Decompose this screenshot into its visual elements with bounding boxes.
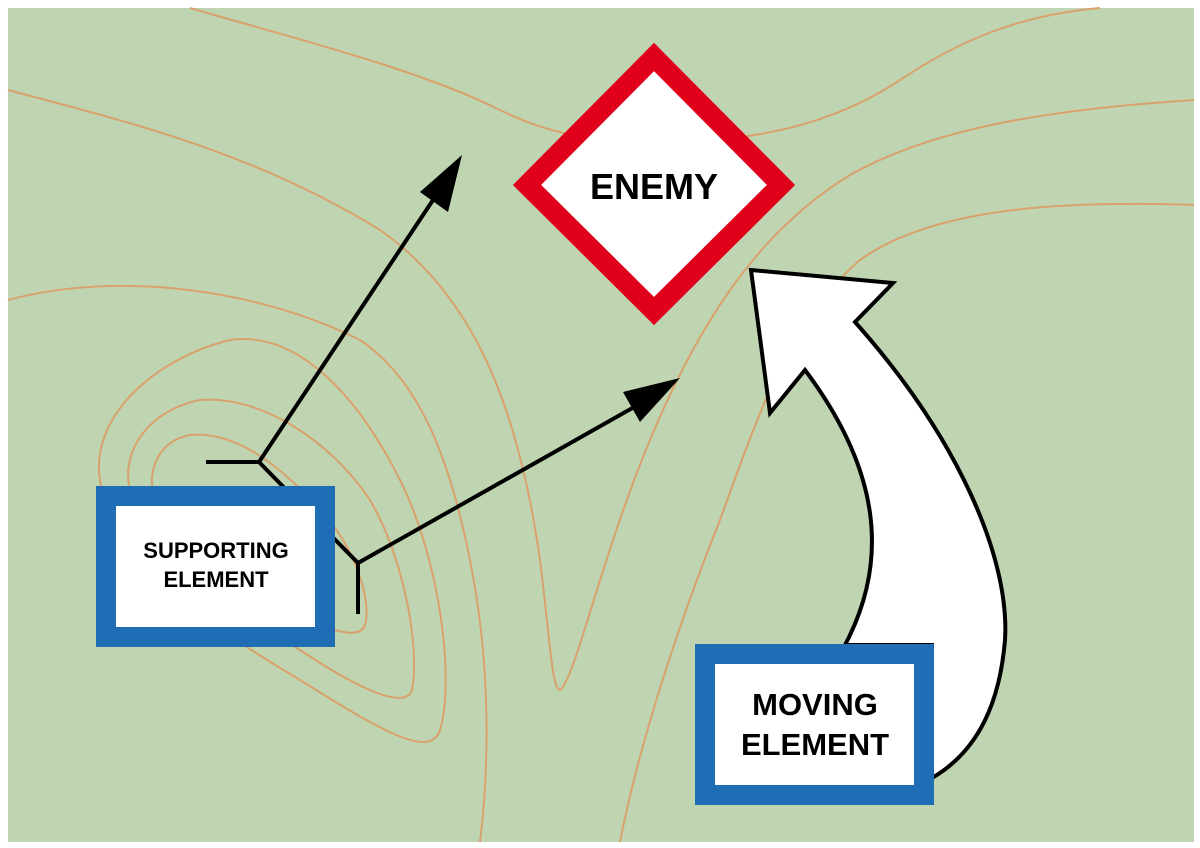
moving-element-symbol: MOVING ELEMENT	[695, 644, 934, 805]
contour-line	[7, 284, 488, 843]
enemy-symbol: ENEMY	[512, 42, 796, 326]
fire-arrow-to-north	[257, 198, 435, 464]
supporting-element-label-line1: SUPPORTING	[143, 538, 288, 563]
enemy-label: ENEMY	[590, 166, 718, 207]
contour-line	[7, 89, 1195, 692]
moving-element-box	[695, 644, 934, 805]
arrowhead-icon	[420, 155, 462, 212]
enemy-diamond	[512, 42, 796, 326]
contour-line	[97, 338, 447, 743]
moving-element-label-line2: ELEMENT	[741, 727, 889, 762]
supporting-element-box	[96, 486, 335, 647]
supporting-element-symbol: SUPPORTING ELEMENT	[96, 486, 335, 647]
moving-element-label-line1: MOVING	[752, 687, 878, 722]
movement-arrow	[748, 267, 1008, 782]
arrowhead-icon	[623, 378, 680, 422]
fire-arrow-to-enemy-flank	[357, 404, 637, 565]
supporting-element-label-line2: ELEMENT	[163, 567, 269, 592]
